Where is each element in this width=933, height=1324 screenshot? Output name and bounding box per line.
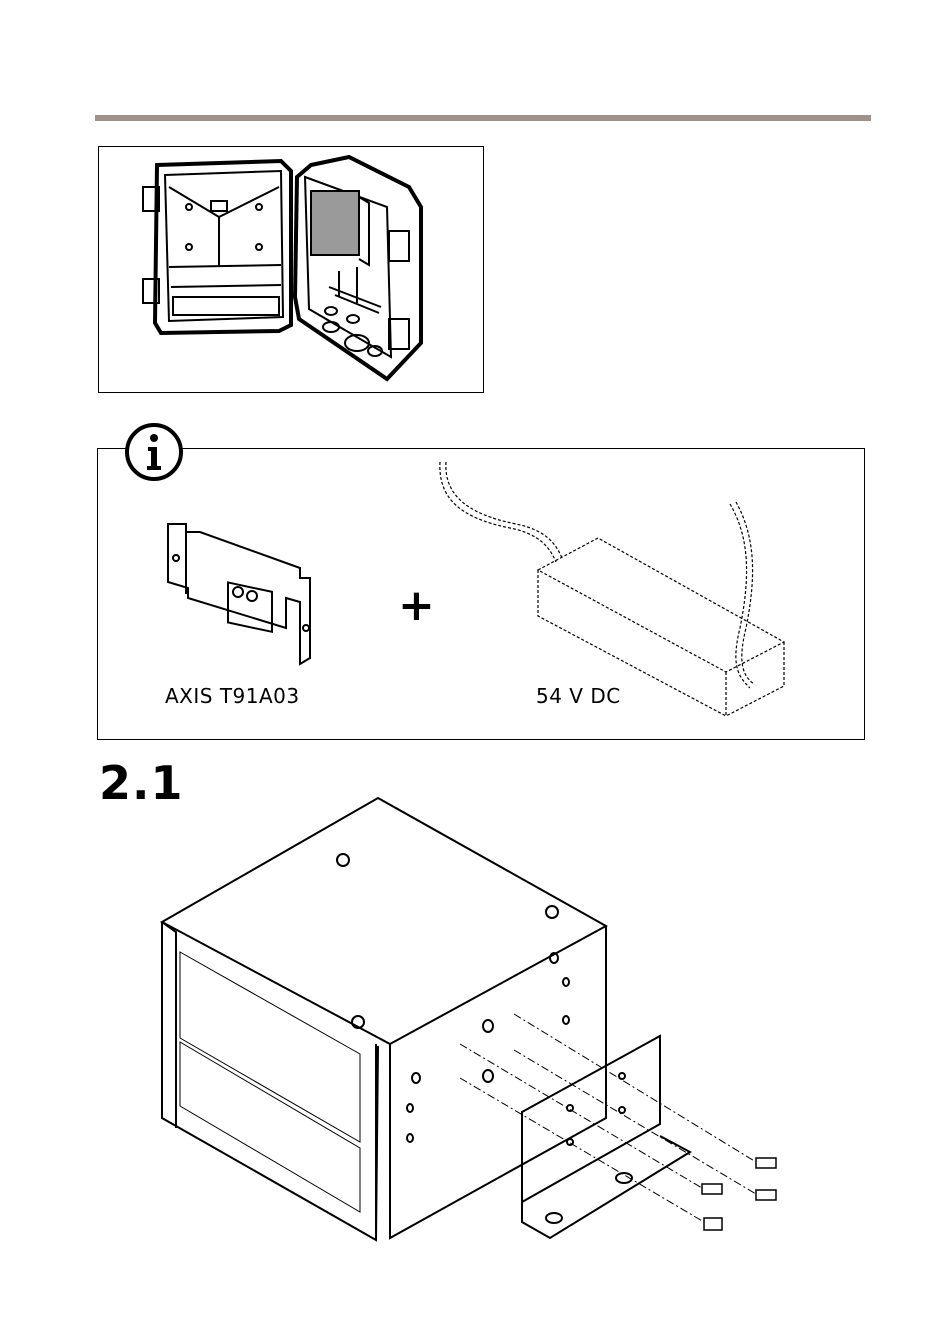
switch-mounting-illustration — [150, 792, 790, 1242]
bracket-label: AXIS T91A03 — [165, 684, 300, 708]
enclosure-figure — [98, 146, 484, 393]
header-rule — [95, 115, 871, 121]
info-icon — [124, 422, 184, 482]
bracket-illustration — [160, 518, 330, 668]
power-supply-illustration — [430, 458, 790, 718]
power-label: 54 V DC — [536, 684, 621, 708]
enclosure-illustration — [99, 147, 482, 391]
